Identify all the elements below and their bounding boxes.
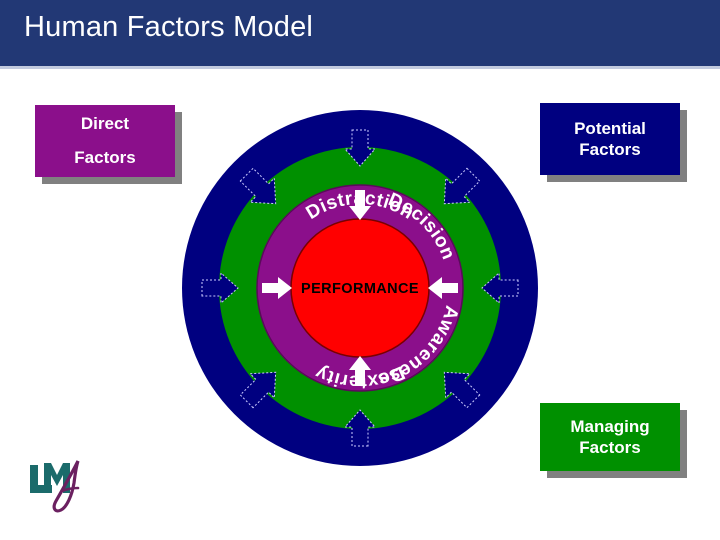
callout-potential-factors[interactable]: Potential Factors <box>540 103 680 175</box>
callout-direct-line-2: Factors <box>74 148 136 167</box>
callout-managing-line-2: Factors <box>579 438 641 457</box>
logo-script-tail <box>60 486 80 493</box>
page-title: Human Factors Model <box>24 11 314 43</box>
callout-potential-line-1: Potential <box>574 119 646 138</box>
outer-arrow-bottom-right <box>443 371 481 409</box>
human-factors-concentric-diagram: Distraction Awareness Dexterity Decision… <box>180 108 540 468</box>
inner-arrow-right <box>428 277 458 299</box>
callout-managing-factors[interactable]: Managing Factors <box>540 403 680 471</box>
callout-managing-line-1: Managing <box>570 417 650 436</box>
logo-script-flourish <box>52 460 80 513</box>
outer-arrow-bottom-left <box>239 371 277 409</box>
outer-arrow-bottom <box>343 409 377 447</box>
outer-arrow-top-left <box>239 167 277 205</box>
outer-arrow-top <box>343 129 377 167</box>
outer-arrow-top-right <box>443 167 481 205</box>
callout-direct-factors[interactable]: Direct Factors <box>35 105 175 177</box>
outer-arrow-left <box>201 271 239 305</box>
lm-logo <box>22 455 94 519</box>
inner-arrow-top <box>349 190 371 220</box>
performance-label: PERFORMANCE <box>301 281 419 297</box>
callout-potential-line-2: Factors <box>579 140 641 159</box>
title-bar <box>0 0 720 66</box>
outer-arrow-group <box>201 129 519 447</box>
inner-arrow-left <box>262 277 292 299</box>
outer-arrow-right <box>481 271 519 305</box>
inner-arrow-bottom <box>349 356 371 386</box>
callout-direct-line-1: Direct <box>80 114 130 133</box>
inner-arrow-group <box>262 190 458 386</box>
title-divider <box>0 66 720 69</box>
